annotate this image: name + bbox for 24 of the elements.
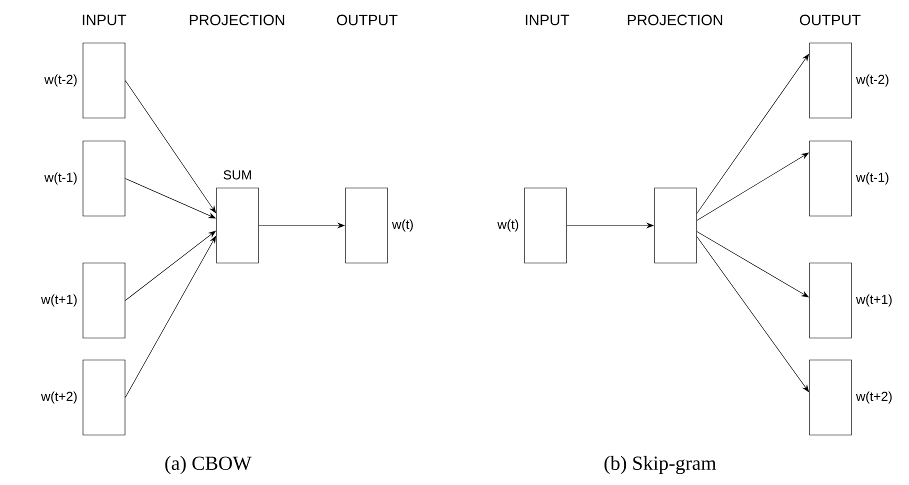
word-label: w(t+2) [856,391,892,404]
word-label: w(t-1) [44,172,77,185]
column-heading: OUTPUT [336,14,398,26]
word-label: w(t+1) [41,294,77,307]
word-label: w(t) [392,219,413,232]
word-label: w(t-2) [856,74,888,87]
word-label: w(t-1) [856,172,888,185]
word-label: w(t-2) [44,74,77,87]
word-label: SUM [224,170,251,180]
arrow [125,236,216,398]
column-heading: PROJECTION [628,14,722,26]
word-label: w(t+2) [41,391,77,404]
word-label: w(t) [497,219,518,232]
word-box [654,188,697,264]
word-label: w(t+1) [856,294,892,307]
arrow [696,236,810,392]
column-heading: OUTPUT [800,14,860,26]
column-heading: INPUT [526,14,570,26]
arrow [125,80,216,214]
arrow [696,54,810,214]
subfigure-caption: (b) Skip-gram [604,456,716,474]
column-heading: PROJECTION [190,14,284,26]
column-heading: INPUT [82,14,126,26]
subfigure-caption: (a) CBOW [165,456,252,474]
